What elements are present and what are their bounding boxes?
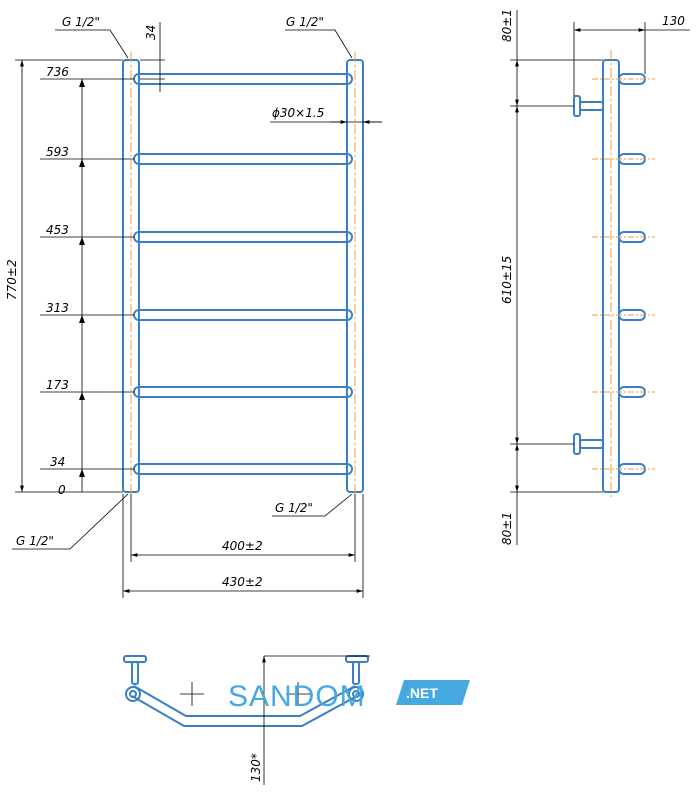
sandom-watermark-logo: SANDOM .NET — [228, 680, 470, 713]
top-offset-label: 34 — [144, 25, 158, 40]
rung — [133, 386, 353, 398]
wall-bracket-top — [573, 95, 604, 117]
thread-bottom-right: G 1/2" — [275, 501, 313, 515]
rung — [133, 463, 353, 475]
watermark-suffix: .NET — [406, 685, 438, 701]
height-label-453: 453 — [46, 223, 69, 237]
height-label-313: 313 — [46, 301, 69, 315]
mount-distance-label: 610±15 — [500, 256, 514, 304]
rung — [133, 309, 353, 321]
watermark-badge — [396, 680, 470, 705]
top-view-bar — [131, 695, 358, 727]
top-left-connector — [125, 686, 141, 702]
thread-bottom-left: G 1/2" — [16, 534, 54, 548]
overall-width-label: 430±2 — [222, 575, 263, 589]
overall-height-label: 770±2 — [5, 259, 19, 300]
top-view: 130* — [123, 655, 370, 785]
top-depth-label: 130* — [249, 753, 263, 782]
rung — [133, 231, 353, 243]
height-label-34: 34 — [50, 455, 65, 469]
watermark-brand: SANDOM — [228, 680, 366, 713]
height-label-0: 0 — [58, 483, 66, 497]
top-right-connector — [348, 686, 364, 702]
height-label-593: 593 — [46, 145, 69, 159]
height-label-173: 173 — [46, 378, 69, 392]
rungs — [133, 73, 353, 475]
rung — [133, 73, 353, 85]
thread-top-right: G 1/2" — [286, 15, 324, 29]
side-top-offset-label: 80±1 — [500, 9, 514, 42]
side-bottom-offset-label: 80±1 — [500, 512, 514, 545]
side-depth-label: 130 — [662, 14, 685, 28]
front-view: 736 593 453 313 173 34 0 770±2 34 ϕ30×1.… — [5, 15, 382, 598]
rung — [133, 153, 353, 165]
center-width-label: 400±2 — [222, 539, 263, 553]
pipe-diameter-label: ϕ30×1.5 — [272, 106, 324, 120]
height-label-736: 736 — [46, 65, 69, 79]
side-view: 80±1 610±15 80±1 130 — [500, 9, 690, 545]
thread-top-left: G 1/2" — [62, 15, 100, 29]
wall-bracket-bottom — [573, 433, 604, 455]
